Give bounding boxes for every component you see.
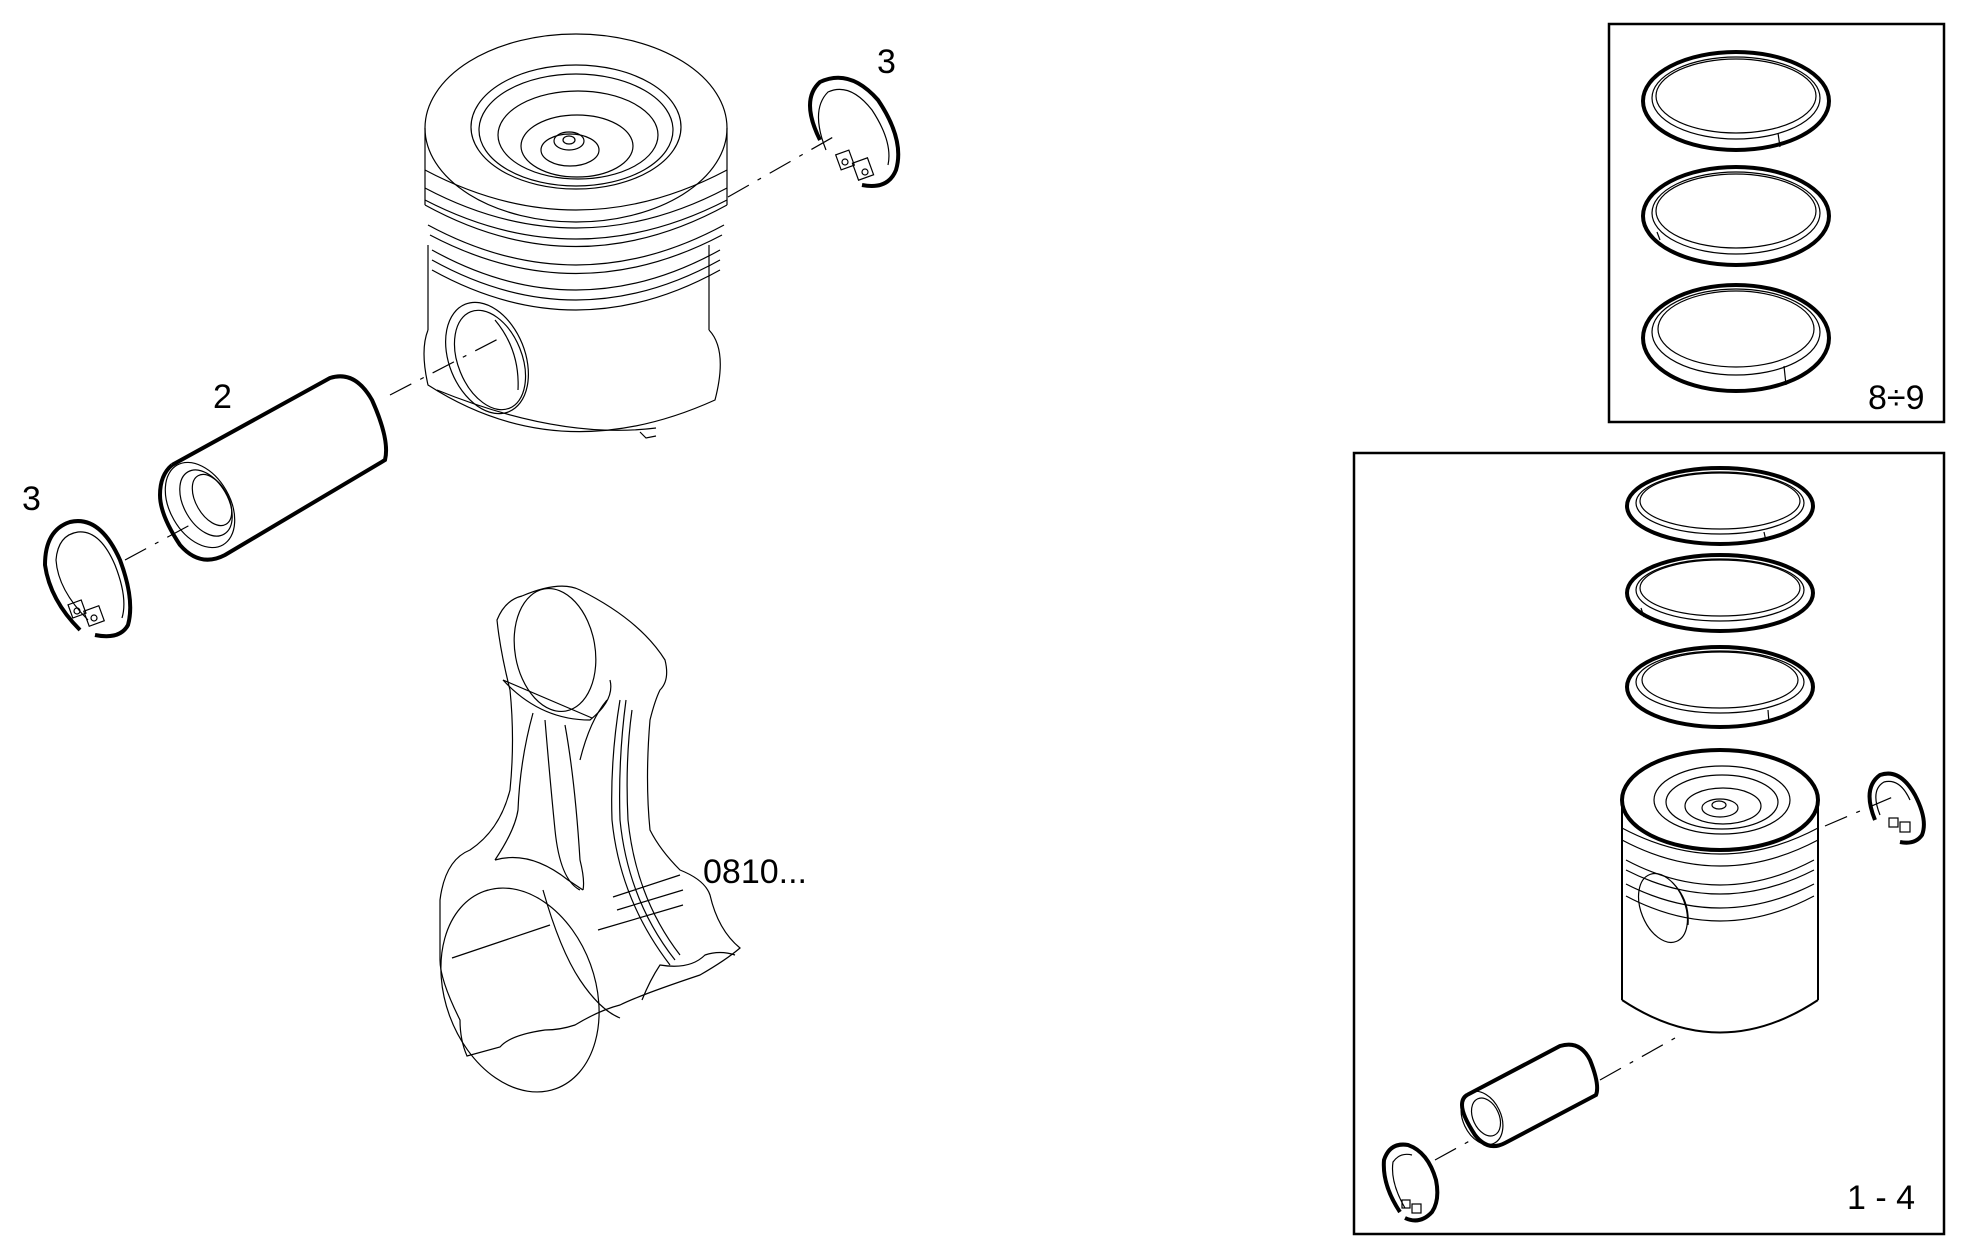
ring-set-frame (1607, 22, 1946, 424)
kit-ring-1 (1625, 466, 1815, 546)
piston-ring-3 (1641, 283, 1831, 393)
kit-circlip-left (1381, 1142, 1440, 1223)
kit-piston-pin (1459, 1042, 1600, 1149)
piston-kit-box[interactable] (1381, 466, 1926, 1223)
piston-ring-1 (1641, 50, 1831, 152)
connecting-rod[interactable] (414, 582, 741, 1114)
callout-circlip-left: 3 (22, 480, 41, 518)
piston-kit-frame (1352, 451, 1946, 1236)
piston-main[interactable] (423, 33, 728, 439)
callout-ring-set: 8÷9 (1868, 379, 1925, 417)
kit-ring-2 (1625, 553, 1815, 633)
pin-axis-line (124, 524, 191, 561)
kit-axis-line-pin (1599, 1037, 1676, 1081)
callout-circlip-right: 3 (877, 43, 896, 81)
callout-piston-kit: 1 - 4 (1847, 1179, 1916, 1217)
assembly-axis-line-right (727, 135, 836, 198)
kit-ring-3 (1625, 645, 1815, 729)
kit-axis-line-left (1434, 1137, 1476, 1161)
circlip-right[interactable] (808, 75, 901, 188)
callout-piston-pin: 2 (213, 378, 232, 416)
kit-axis-line-right (1824, 795, 1896, 827)
callout-connecting-rod: 0810... (703, 853, 807, 891)
kit-circlip-right (1867, 771, 1926, 845)
piston-ring-2 (1641, 165, 1831, 267)
circlip-left[interactable] (42, 519, 133, 639)
assembly-axis-line (389, 337, 501, 396)
ring-set-box[interactable] (1641, 50, 1831, 393)
kit-piston (1620, 748, 1820, 1034)
piston-pin[interactable] (151, 374, 389, 562)
